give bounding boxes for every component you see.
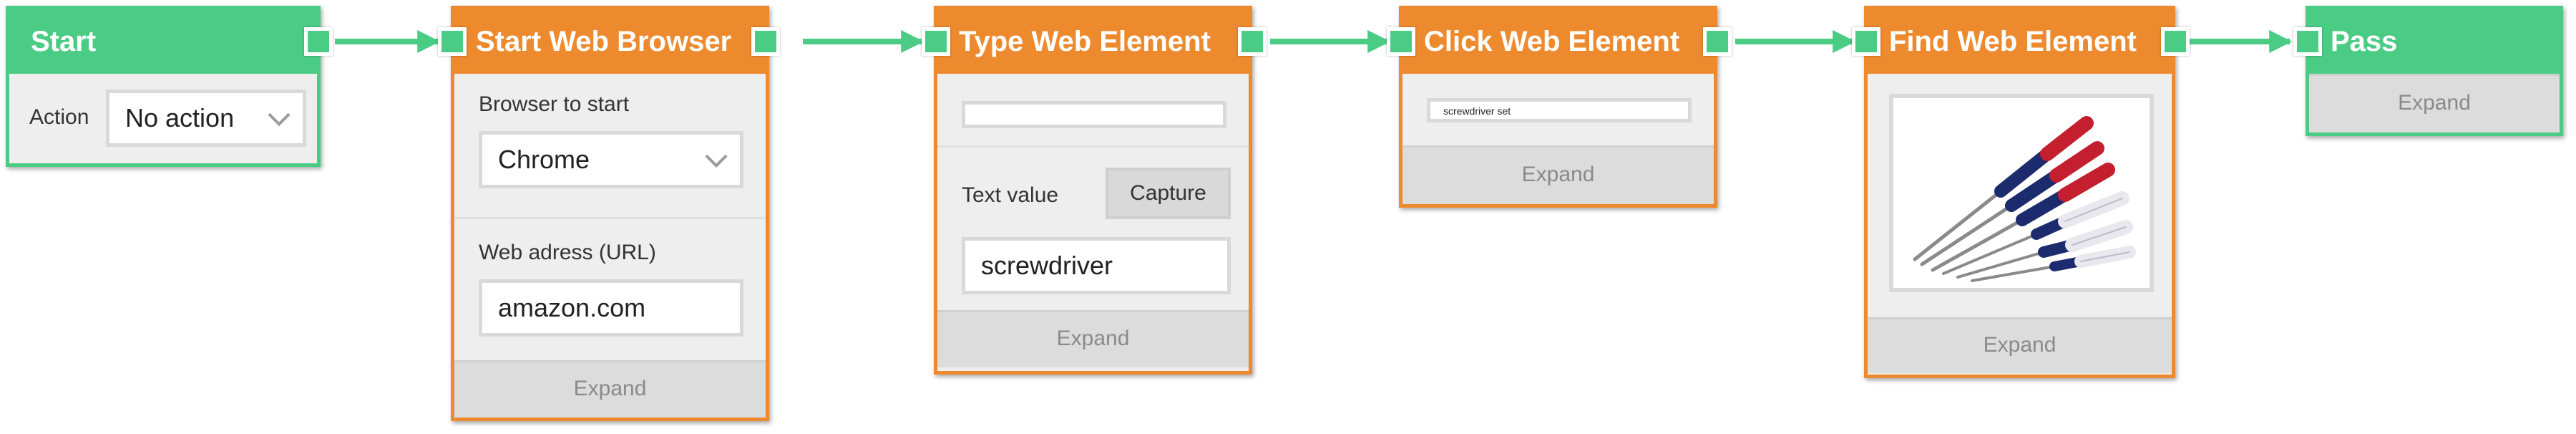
pass-input-port[interactable] [2293,27,2322,56]
start-web-browser-node[interactable]: Start Web Browser Browser to start Chrom… [451,6,769,421]
pass-node-title: Pass [2309,9,2560,74]
browser-select-value: Chrome [498,145,590,174]
click-output-port[interactable] [1703,27,1732,56]
screwdriver-icon [1913,116,2136,282]
browser-input-port[interactable] [438,27,467,56]
find-web-element-title: Find Web Element [1868,9,2172,74]
type-output-port[interactable] [1238,27,1267,56]
click-web-element-node[interactable]: Click Web Element screwdriver set Expand [1399,6,1717,208]
text-value-input-value: screwdriver [981,251,1113,280]
text-value-input[interactable]: screwdriver [962,237,1231,294]
chevron-down-icon [268,104,291,127]
capture-button[interactable]: Capture [1106,168,1231,219]
browser-output-port[interactable] [751,27,780,56]
pass-node[interactable]: Pass Expand [2306,6,2563,136]
find-output-port[interactable] [2161,27,2190,56]
action-select[interactable]: No action [106,90,306,147]
start-web-browser-title: Start Web Browser [454,9,766,74]
start-node[interactable]: Start Action No action [6,6,321,167]
browser-label: Browser to start [479,92,630,116]
url-label: Web adress (URL) [479,241,656,264]
type-web-element-node[interactable]: Type Web Element Text value Capture scre… [934,6,1252,375]
start-node-title: Start [9,9,317,74]
screwdriver-set-image [1889,94,2154,292]
click-expand-button[interactable]: Expand [1402,145,1714,204]
action-select-value: No action [125,103,235,132]
click-web-element-title: Click Web Element [1402,9,1714,74]
find-expand-button[interactable]: Expand [1868,317,2172,373]
find-web-element-node[interactable]: Find Web Element [1864,6,2175,378]
browser-expand-button[interactable]: Expand [454,360,766,418]
text-value-label: Text value [962,183,1059,207]
click-element-value: screwdriver set [1443,105,1511,117]
type-element-field[interactable] [962,101,1226,128]
type-input-port[interactable] [922,27,950,56]
type-web-element-title: Type Web Element [937,9,1249,74]
browser-select[interactable]: Chrome [479,131,743,188]
click-element-field[interactable]: screwdriver set [1427,98,1692,122]
find-input-port[interactable] [1852,27,1880,56]
url-input[interactable]: amazon.com [479,279,743,337]
type-expand-button[interactable]: Expand [937,310,1249,367]
pass-expand-button[interactable]: Expand [2309,74,2560,132]
url-input-value: amazon.com [498,293,646,322]
click-input-port[interactable] [1387,27,1415,56]
start-output-port[interactable] [304,27,333,56]
chevron-down-icon [705,145,728,168]
action-label: Action [29,105,89,129]
